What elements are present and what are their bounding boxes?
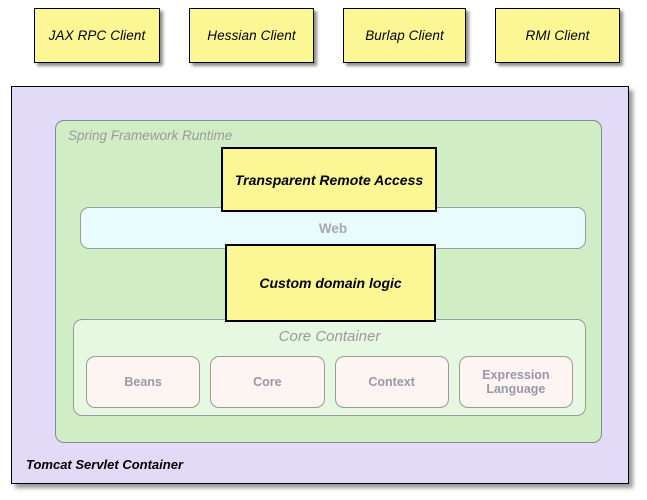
core-module-label: Beans bbox=[124, 375, 162, 389]
core-container: Core Container Beans Core Context Expres… bbox=[73, 319, 586, 416]
client-box-hessian[interactable]: Hessian Client bbox=[189, 8, 314, 63]
client-label: Hessian Client bbox=[207, 28, 295, 43]
core-module-label: Core bbox=[253, 375, 281, 389]
client-label: JAX RPC Client bbox=[49, 28, 146, 43]
transparent-remote-access-label: Transparent Remote Access bbox=[235, 172, 423, 188]
tomcat-container-label: Tomcat Servlet Container bbox=[26, 457, 183, 472]
core-module-beans[interactable]: Beans bbox=[86, 356, 200, 408]
client-label: RMI Client bbox=[525, 28, 589, 43]
core-container-label: Core Container bbox=[74, 328, 585, 345]
client-box-jax-rpc[interactable]: JAX RPC Client bbox=[34, 8, 160, 63]
custom-domain-logic-label: Custom domain logic bbox=[259, 275, 401, 291]
core-module-label: Context bbox=[368, 375, 415, 389]
spring-runtime-label: Spring Framework Runtime bbox=[68, 128, 232, 143]
core-module-context[interactable]: Context bbox=[335, 356, 449, 408]
core-module-expression-language[interactable]: Expression Language bbox=[459, 356, 573, 408]
core-module-core[interactable]: Core bbox=[210, 356, 324, 408]
client-label: Burlap Client bbox=[365, 28, 444, 43]
transparent-remote-access-box[interactable]: Transparent Remote Access bbox=[221, 147, 437, 212]
client-box-burlap[interactable]: Burlap Client bbox=[343, 8, 466, 63]
web-layer-band: Web bbox=[80, 207, 586, 249]
client-box-rmi[interactable]: RMI Client bbox=[495, 8, 620, 63]
core-module-list: Beans Core Context Expression Language bbox=[86, 356, 573, 408]
web-layer-label: Web bbox=[319, 221, 347, 236]
custom-domain-logic-box[interactable]: Custom domain logic bbox=[225, 244, 436, 322]
core-module-label: Expression Language bbox=[464, 368, 568, 397]
